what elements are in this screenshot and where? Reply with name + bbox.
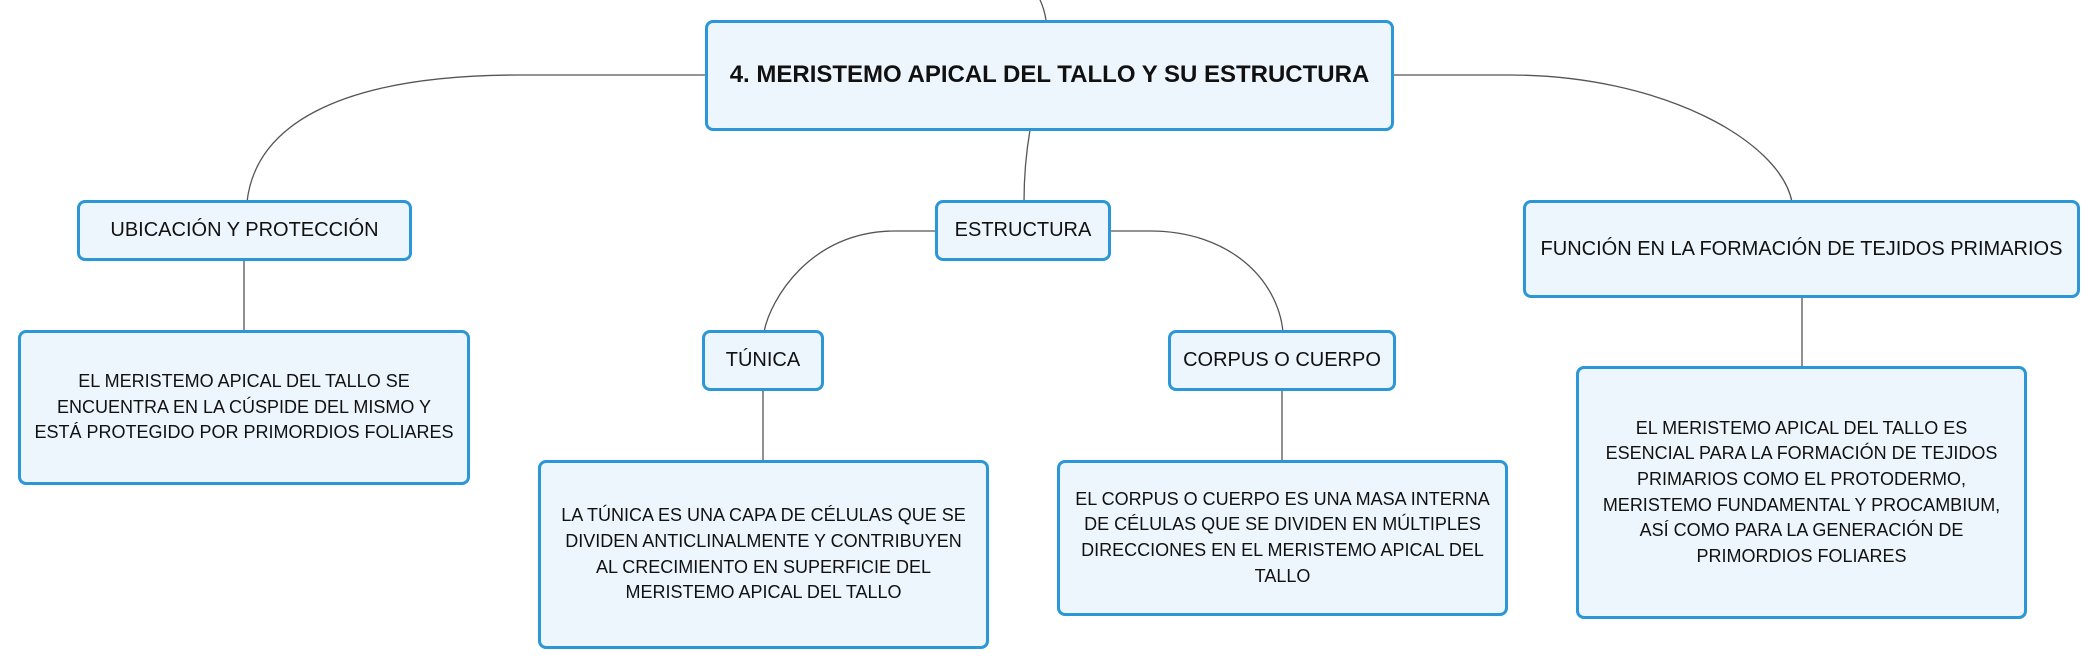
- topic-corpus-description[interactable]: EL CORPUS O CUERPO ES UNA MASA INTERNA D…: [1057, 460, 1508, 616]
- topic-tunica-description-text: LA TÚNICA ES UNA CAPA DE CÉLULAS QUE SE …: [561, 505, 966, 603]
- topic-ubicacion-description[interactable]: EL MERISTEMO APICAL DEL TALLO SE ENCUENT…: [18, 330, 470, 485]
- topic-corpus[interactable]: CORPUS O CUERPO: [1168, 330, 1396, 391]
- root-topic[interactable]: 4. MERISTEMO APICAL DEL TALLO Y SU ESTRU…: [705, 20, 1394, 131]
- topic-estructura[interactable]: ESTRUCTURA: [935, 200, 1111, 261]
- connector-estructura-corpus: [1111, 230, 1284, 333]
- connector-root-estructura: [1023, 129, 1031, 203]
- topic-corpus-description-text: EL CORPUS O CUERPO ES UNA MASA INTERNA D…: [1075, 488, 1490, 586]
- topic-tunica-description[interactable]: LA TÚNICA ES UNA CAPA DE CÉLULAS QUE SE …: [538, 460, 989, 649]
- connector-root-ubicacion: [246, 74, 707, 203]
- topic-ubicacion-label: UBICACIÓN Y PROTECCIÓN: [110, 219, 379, 242]
- connector-parent-root: [1039, 0, 1047, 21]
- topic-funcion-description[interactable]: EL MERISTEMO APICAL DEL TALLO ES ESENCIA…: [1576, 366, 2027, 619]
- topic-corpus-label: CORPUS O CUERPO: [1183, 349, 1381, 372]
- topic-tunica[interactable]: TÚNICA: [702, 330, 824, 391]
- root-topic-label: 4. MERISTEMO APICAL DEL TALLO Y SU ESTRU…: [729, 61, 1370, 89]
- topic-estructura-label: ESTRUCTURA: [954, 219, 1092, 242]
- topic-ubicacion-description-text: EL MERISTEMO APICAL DEL TALLO SE ENCUENT…: [34, 371, 454, 443]
- topic-tunica-label: TÚNICA: [725, 349, 801, 372]
- topic-funcion[interactable]: FUNCIÓN EN LA FORMACIÓN DE TEJIDOS PRIMA…: [1523, 200, 2080, 298]
- topic-funcion-label: FUNCIÓN EN LA FORMACIÓN DE TEJIDOS PRIMA…: [1540, 237, 2063, 260]
- topic-ubicacion[interactable]: UBICACIÓN Y PROTECCIÓN: [77, 200, 412, 261]
- connector-estructura-tunica: [763, 230, 937, 333]
- topic-funcion-description-text: EL MERISTEMO APICAL DEL TALLO ES ESENCIA…: [1602, 417, 2001, 566]
- connector-root-funcion: [1392, 74, 1793, 203]
